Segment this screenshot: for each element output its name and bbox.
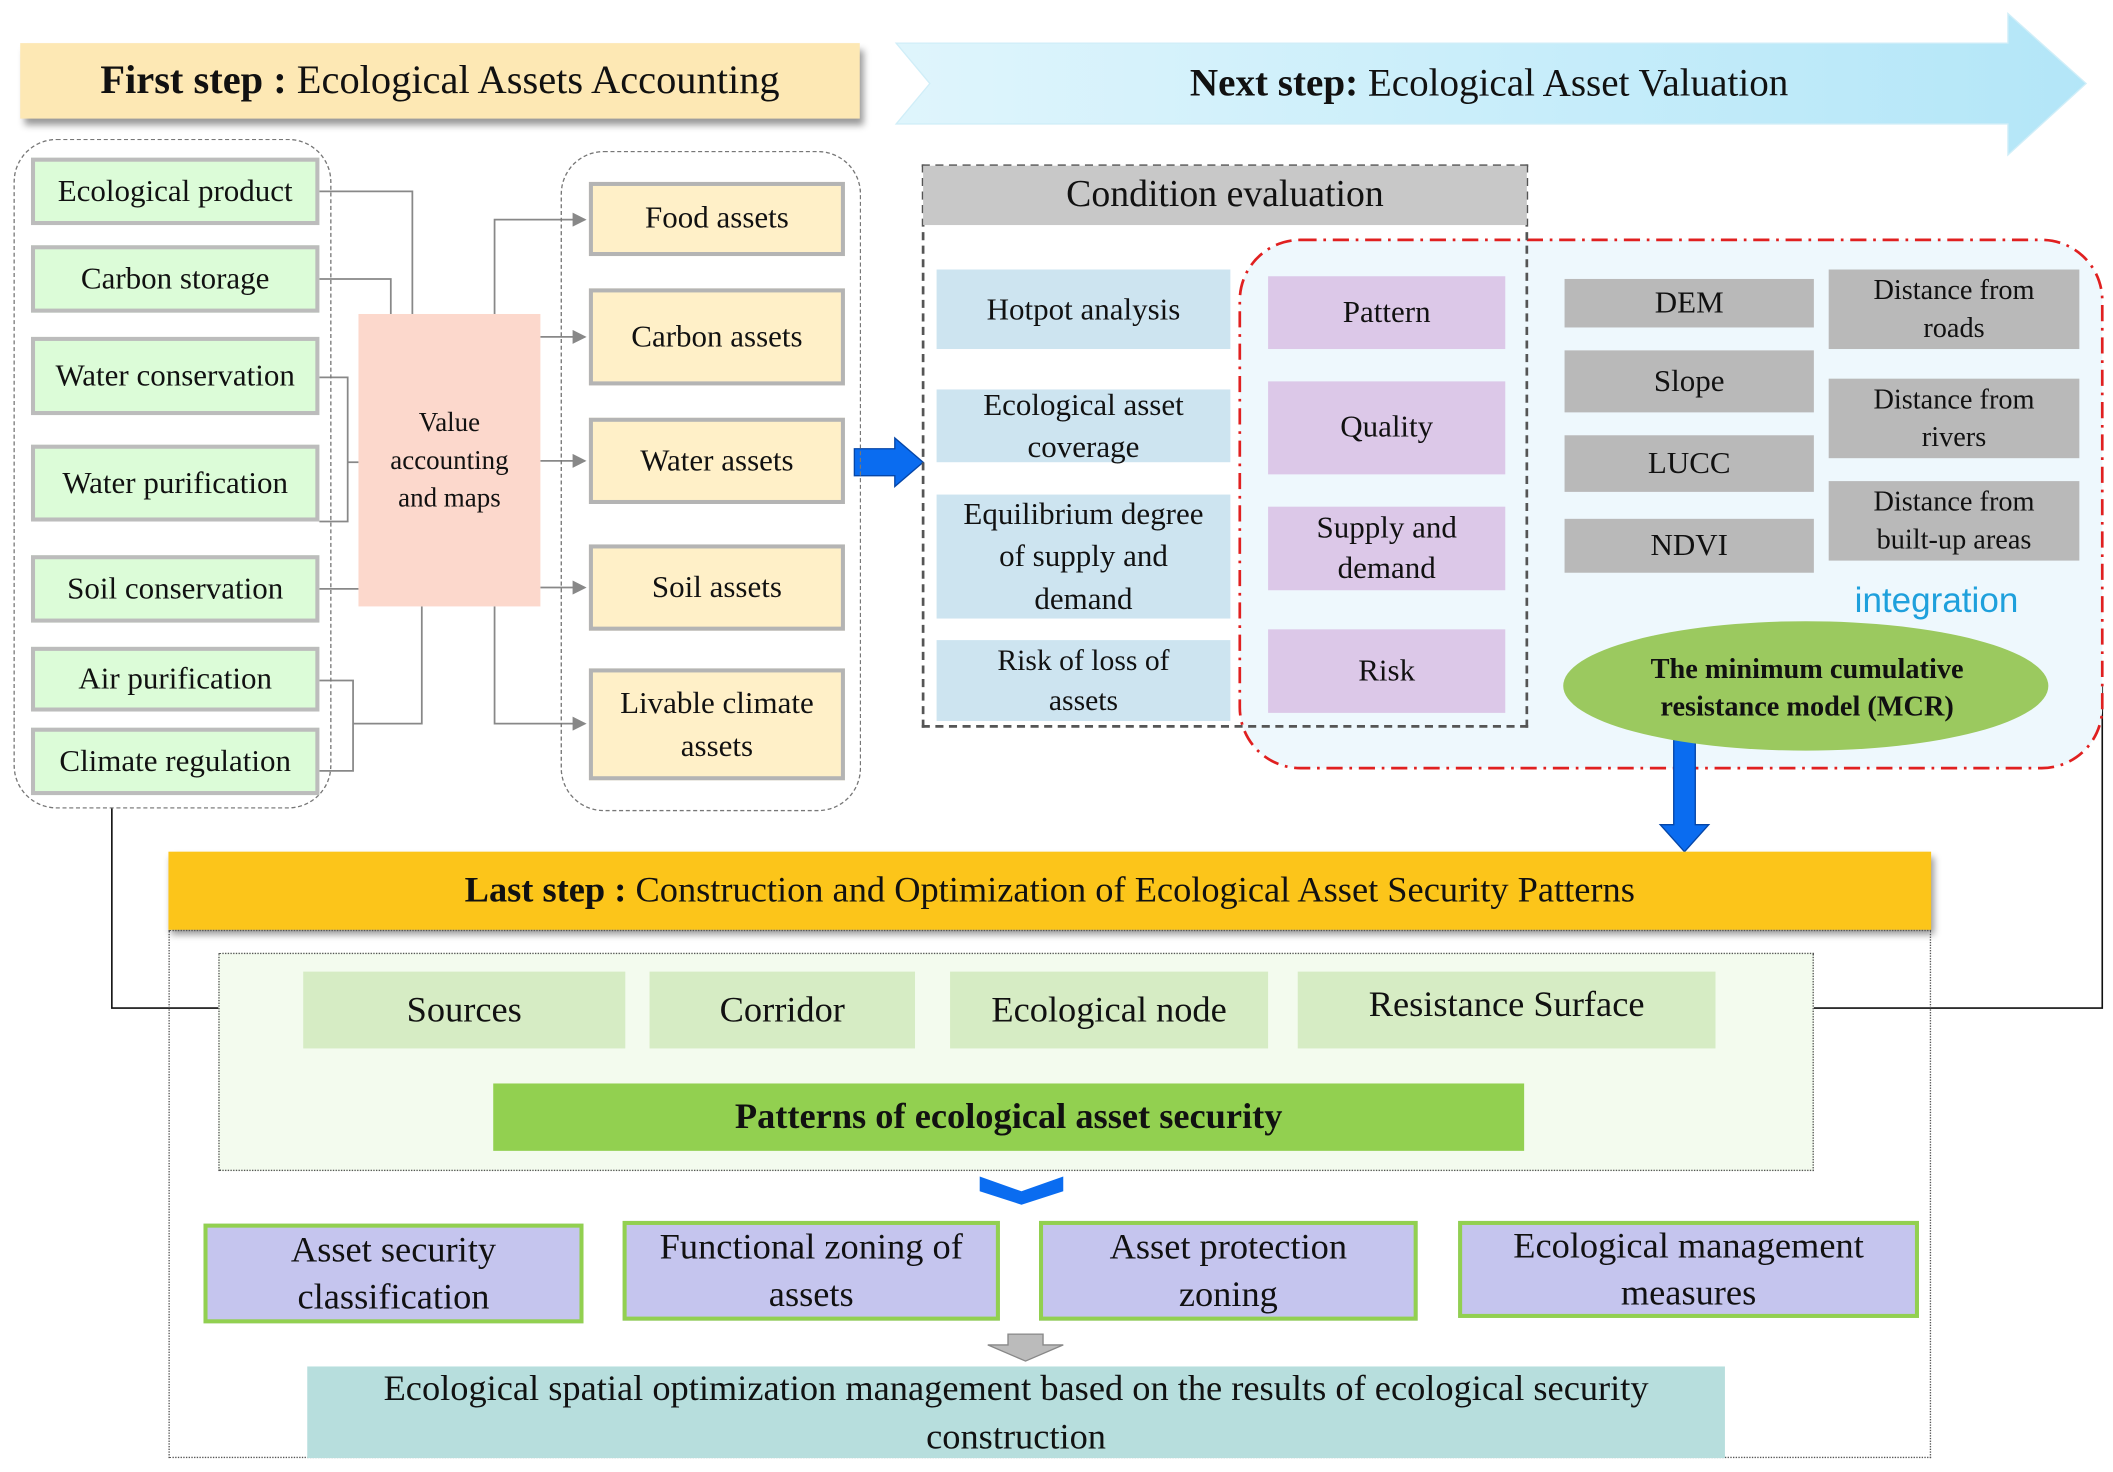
factor-box: LUCC — [1564, 435, 1814, 492]
last-step-banner: Last step : Construction and Optimizatio… — [168, 851, 1932, 930]
output-box: Ecological management measures — [1458, 1220, 1919, 1318]
service-box: Ecological product — [30, 157, 320, 226]
factor-box: Distance from roads — [1828, 269, 2080, 350]
component-box: Sources — [303, 971, 626, 1049]
condition-item: Hotpot analysis — [936, 269, 1231, 350]
component-box: Resistance Surface — [1297, 971, 1716, 1049]
integration-label: integration — [1854, 579, 2019, 620]
first-step-text: Ecological Assets Accounting — [286, 57, 780, 103]
patterns-bar: Patterns of ecological asset security — [493, 1083, 1525, 1151]
next-step-arrow — [894, 11, 2088, 157]
condition-item: Ecological asset coverage — [936, 388, 1231, 464]
next-step-label: Next step: — [1189, 61, 1359, 105]
factor-box: NDVI — [1564, 518, 1814, 573]
asset-box: Water assets — [588, 417, 845, 505]
assets-group — [560, 150, 862, 812]
output-box: Asset protection zoning — [1038, 1220, 1418, 1321]
next-step-text: Ecological Asset Valuation — [1358, 61, 1789, 105]
value-accounting-box: Value accounting and maps — [358, 313, 541, 607]
first-step-label: First step : — [100, 57, 287, 103]
gray-down-arrow-icon — [987, 1333, 1064, 1362]
asset-box: Carbon assets — [588, 288, 845, 386]
down-arrow-icon — [1658, 735, 1711, 853]
service-box: Climate regulation — [30, 727, 320, 796]
dimension-box: Supply and demand — [1268, 506, 1506, 591]
final-optimization-box: Ecological spatial optimization manageme… — [307, 1366, 1725, 1459]
asset-box: Food assets — [588, 181, 845, 257]
right-arrow-icon — [853, 436, 925, 488]
condition-item: Risk of loss of assets — [936, 640, 1231, 721]
service-box: Carbon storage — [30, 245, 320, 313]
dimension-box: Risk — [1268, 629, 1506, 713]
next-step-banner: Next step: Ecological Asset Valuation — [970, 43, 2008, 124]
component-box: Corridor — [649, 971, 916, 1049]
service-box: Water conservation — [30, 336, 320, 416]
output-box: Asset security classification — [203, 1223, 584, 1324]
factor-box: Distance from built-up areas — [1828, 481, 2080, 561]
condition-evaluation-title: Condition evaluation — [923, 165, 1527, 226]
chevron-down-icon — [979, 1176, 1064, 1205]
asset-box: Livable climate assets — [588, 668, 845, 781]
asset-box: Soil assets — [588, 544, 845, 631]
dimension-box: Pattern — [1268, 276, 1506, 350]
service-box: Water purification — [30, 444, 320, 522]
services-group — [13, 138, 332, 809]
last-step-text: Construction and Optimization of Ecologi… — [626, 869, 1635, 910]
service-box: Air purification — [30, 646, 320, 712]
last-step-label: Last step : — [464, 869, 627, 910]
condition-item: Equilibrium degree of supply and demand — [936, 494, 1231, 619]
mcr-label: The minimum cumulative resistance model … — [1650, 651, 1964, 723]
first-step-banner: First step : Ecological Assets Accountin… — [20, 43, 860, 119]
component-box: Ecological node — [950, 971, 1269, 1049]
factor-box: DEM — [1564, 278, 1814, 328]
service-box: Soil conservation — [30, 555, 320, 623]
dimension-box: Quality — [1268, 381, 1506, 475]
factor-box: Distance from rivers — [1828, 378, 2080, 459]
output-box: Functional zoning of assets — [622, 1220, 1000, 1321]
mcr-ellipse — [1563, 621, 2049, 751]
factor-box: Slope — [1564, 350, 1814, 413]
